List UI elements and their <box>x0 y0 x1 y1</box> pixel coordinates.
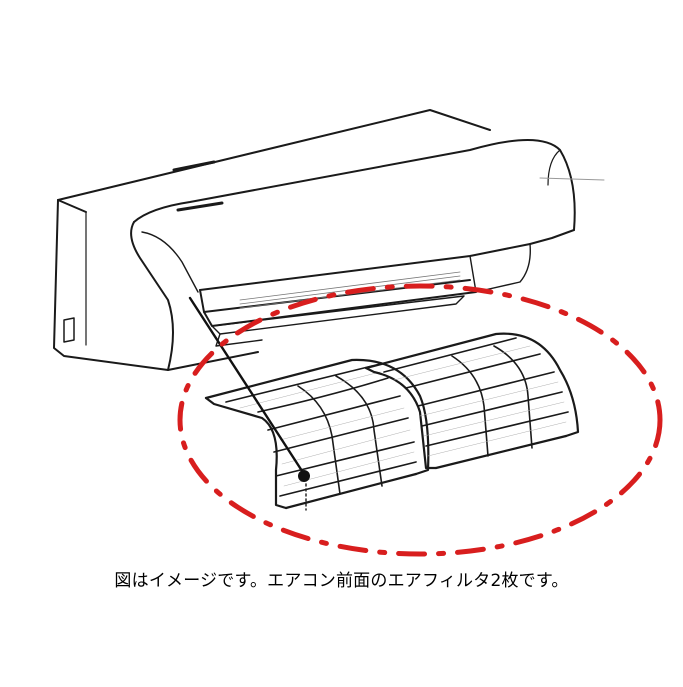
caption-text: 図はイメージです。エアコン前面のエアフィルタ2枚です。 <box>114 571 569 591</box>
air-conditioner-illustration <box>53 109 605 371</box>
air-filter-right <box>364 332 580 470</box>
air-filter-illustration <box>188 296 580 511</box>
air-filter-left <box>204 358 430 510</box>
highlight-ellipse <box>177 283 663 557</box>
